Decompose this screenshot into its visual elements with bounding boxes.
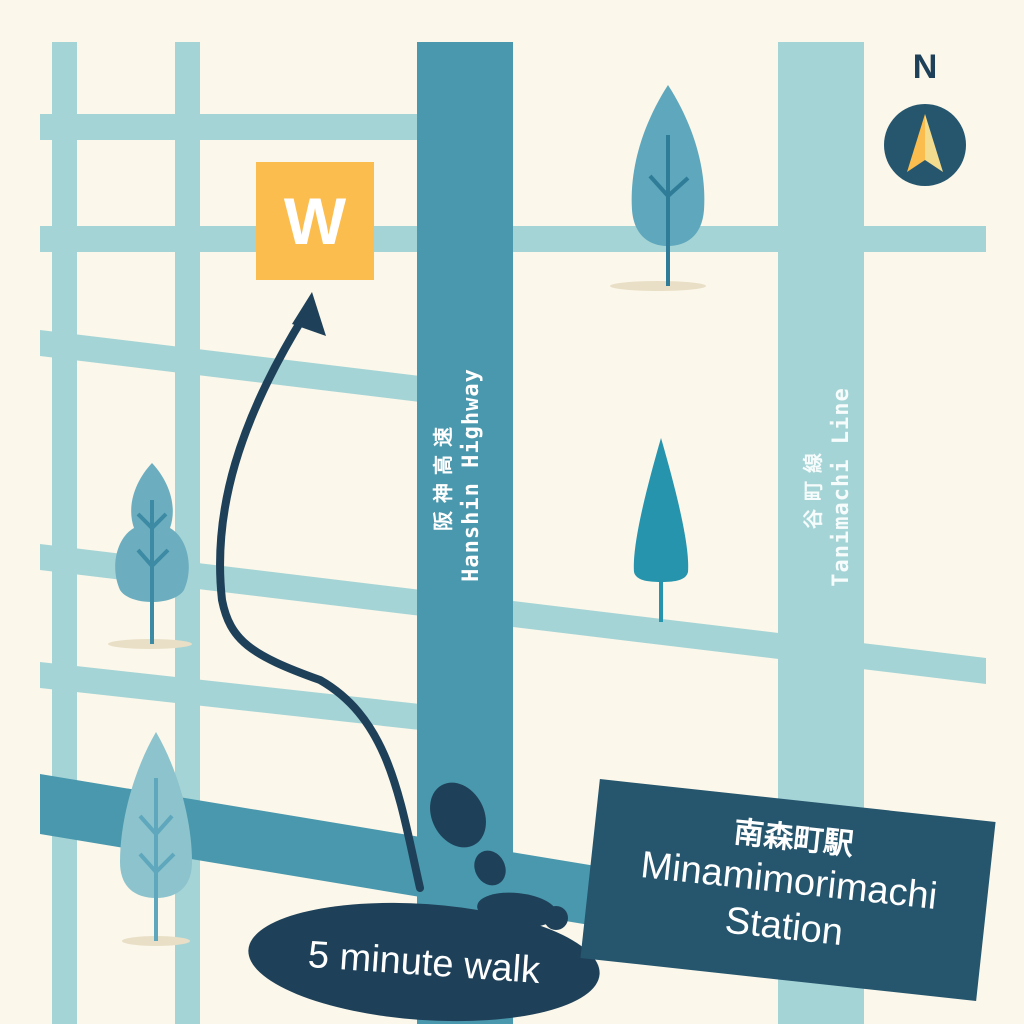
hanshin-highway-label-en: Hanshin Highway: [459, 368, 484, 582]
route-arrowhead: [292, 292, 326, 336]
compass-icon: [884, 104, 966, 186]
tanimachi-line-label: 谷町線 Tanimachi Line: [800, 357, 860, 617]
minor-road-h5: [40, 662, 420, 730]
walking-route: [216, 312, 424, 892]
tanimachi-line-label-jp: 谷町線: [801, 445, 825, 529]
tree-icon: [120, 732, 192, 946]
hanshin-highway-label-jp: 阪神高速: [431, 419, 455, 531]
walk-time-label: 5 minute walk: [306, 933, 542, 992]
tree-icon: [108, 463, 192, 649]
compass-north-label: N: [912, 48, 938, 86]
destination-marker-letter: W: [283, 184, 347, 258]
minor-road-h1: [40, 114, 420, 140]
tanimachi-line-label-en: Tanimachi Line: [829, 387, 854, 587]
destination-marker-icon[interactable]: [256, 162, 374, 280]
tree-icon: [610, 85, 706, 291]
walk-label-bubble: [248, 902, 600, 1022]
tree-icon: [633, 438, 689, 622]
minor-road-v1: [52, 42, 77, 1024]
minor-road-h3: [40, 330, 420, 402]
hanshin-highway-label: 阪神高速 Hanshin Highway: [430, 345, 490, 605]
